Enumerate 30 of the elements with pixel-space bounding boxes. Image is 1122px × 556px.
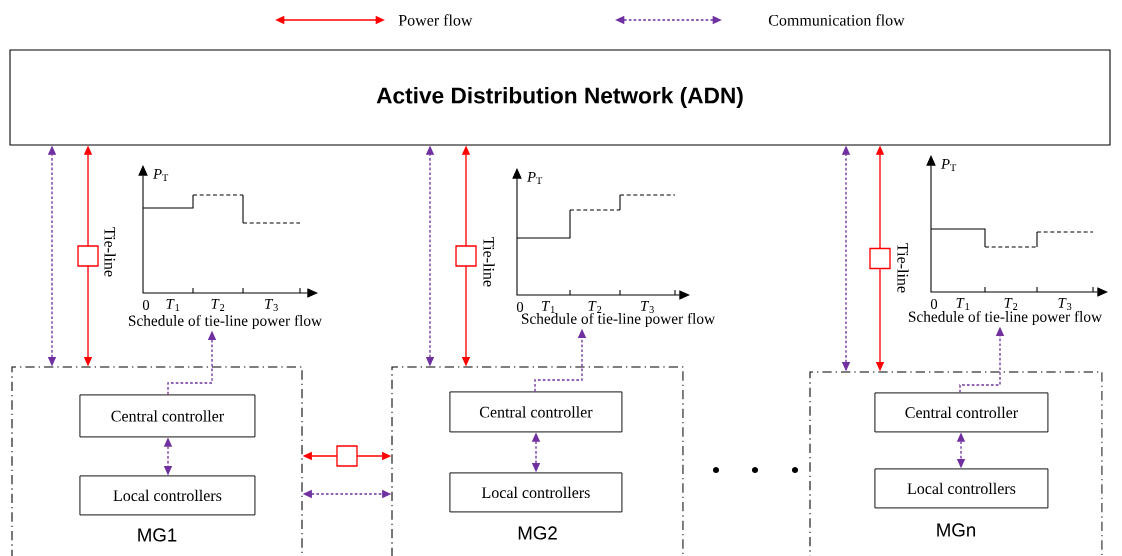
axis-label: 0	[930, 299, 938, 309]
axis-label: T$_{1}$	[956, 298, 970, 310]
chart-caption: Schedule of tie-line power flow	[128, 314, 323, 329]
axis-label: T$_{1}$	[166, 299, 180, 311]
legend-text: Power flow	[398, 14, 473, 26]
controller-box: Local controllers	[79, 475, 256, 516]
controller-box: Local controllers	[449, 472, 623, 513]
chart-caption: Schedule of tie-line power flow	[521, 312, 716, 327]
controller-box: Central controller	[874, 392, 1049, 433]
axis-label: T$_{1}$	[542, 301, 555, 313]
edge-label: Tie-line	[482, 235, 496, 289]
axis-label: T$_{3}$	[641, 301, 654, 313]
axis-label: 0	[142, 300, 150, 310]
axis-label: T$_{3}$	[265, 299, 278, 311]
axis-label: T$_{2}$	[1004, 298, 1018, 310]
chart-caption: Schedule of tie-line power flow	[908, 310, 1103, 325]
edge-label: Tie-line	[103, 225, 117, 279]
legend-text: Communication flow	[768, 14, 905, 26]
axis-label: T$_{3}$	[1058, 298, 1072, 310]
edge-label: Tie-line	[896, 241, 910, 295]
network-box: Active Distribution Network (ADN)	[9, 49, 1111, 146]
axis-label: 0	[516, 302, 524, 312]
axis-label: P$_{T}$	[153, 169, 169, 181]
axis-label: P$_{T}$	[940, 159, 957, 171]
controller-box: Central controller	[79, 394, 256, 438]
axis-label: P$_{T}$	[526, 172, 543, 184]
axis-label: T$_{2}$	[211, 299, 225, 311]
axis-label: T$_{2}$	[588, 301, 602, 313]
controller-box: Local controllers	[874, 468, 1049, 509]
controller-box: Central controller	[449, 391, 623, 433]
